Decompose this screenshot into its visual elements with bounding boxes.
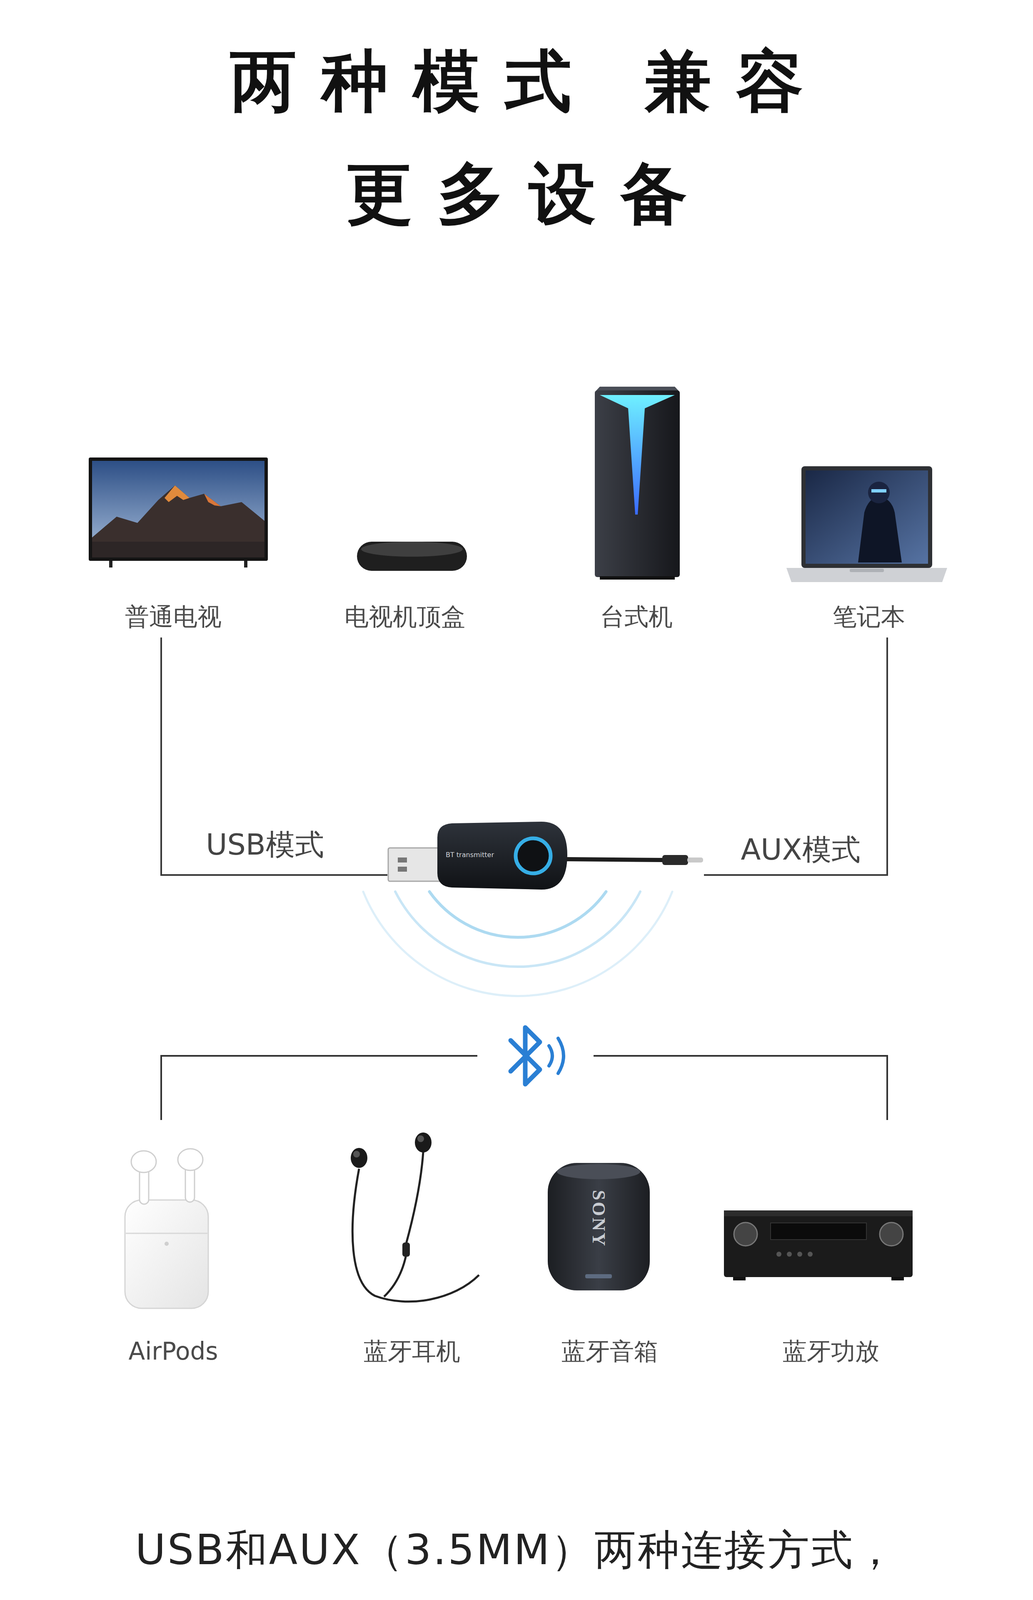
mode-label: USB模式	[200, 826, 330, 862]
speaker-illustration	[547, 1162, 650, 1291]
bluetooth-bracket	[161, 1055, 888, 1120]
title: 两种模式 兼容更多设备	[204, 24, 829, 250]
desktop-illustration	[594, 386, 680, 580]
device-node: 台式机	[573, 383, 699, 638]
connector-line	[161, 637, 388, 875]
device-node: 蓝牙功放	[735, 1203, 927, 1371]
device-node: 笔记本	[781, 462, 957, 638]
adapter-node: BT transmitter	[387, 820, 704, 898]
adapter-text: BT transmitter	[445, 850, 495, 859]
device-label: 蓝牙音箱	[561, 1336, 659, 1366]
mode-label: AUX模式	[735, 831, 866, 867]
device-node: AirPods	[98, 1141, 249, 1371]
signal-waves	[363, 891, 673, 996]
device-label: 蓝牙耳机	[363, 1336, 461, 1366]
device-node: 蓝牙耳机	[336, 1124, 487, 1371]
tv-illustration	[88, 457, 268, 568]
device-label: 普通电视	[124, 602, 222, 632]
device-label: AirPods	[128, 1336, 218, 1366]
airpods-illustration	[124, 1148, 209, 1308]
bluetooth-symbol	[510, 1027, 564, 1084]
caption: USB和AUX（3.5MM）两种连接方式，	[16, 1522, 1017, 1577]
device-node: 普通电视	[75, 454, 272, 638]
amplifier-illustration	[723, 1210, 913, 1281]
device-label: 电视机顶盒	[344, 602, 466, 632]
device-label: 台式机	[600, 602, 673, 632]
device-node: 电视机顶盒	[334, 537, 476, 638]
connector-line	[703, 637, 888, 875]
device-label: 蓝牙功放	[782, 1336, 880, 1366]
device-node: 蓝牙音箱	[534, 1157, 685, 1371]
set-top-box-illustration	[356, 541, 467, 571]
device-label: 笔记本	[832, 602, 906, 632]
earphones-illustration	[350, 1132, 480, 1302]
bt-adapter-illustration	[388, 821, 704, 890]
laptop-illustration	[786, 466, 948, 582]
brand-label: SONY	[588, 1189, 609, 1248]
